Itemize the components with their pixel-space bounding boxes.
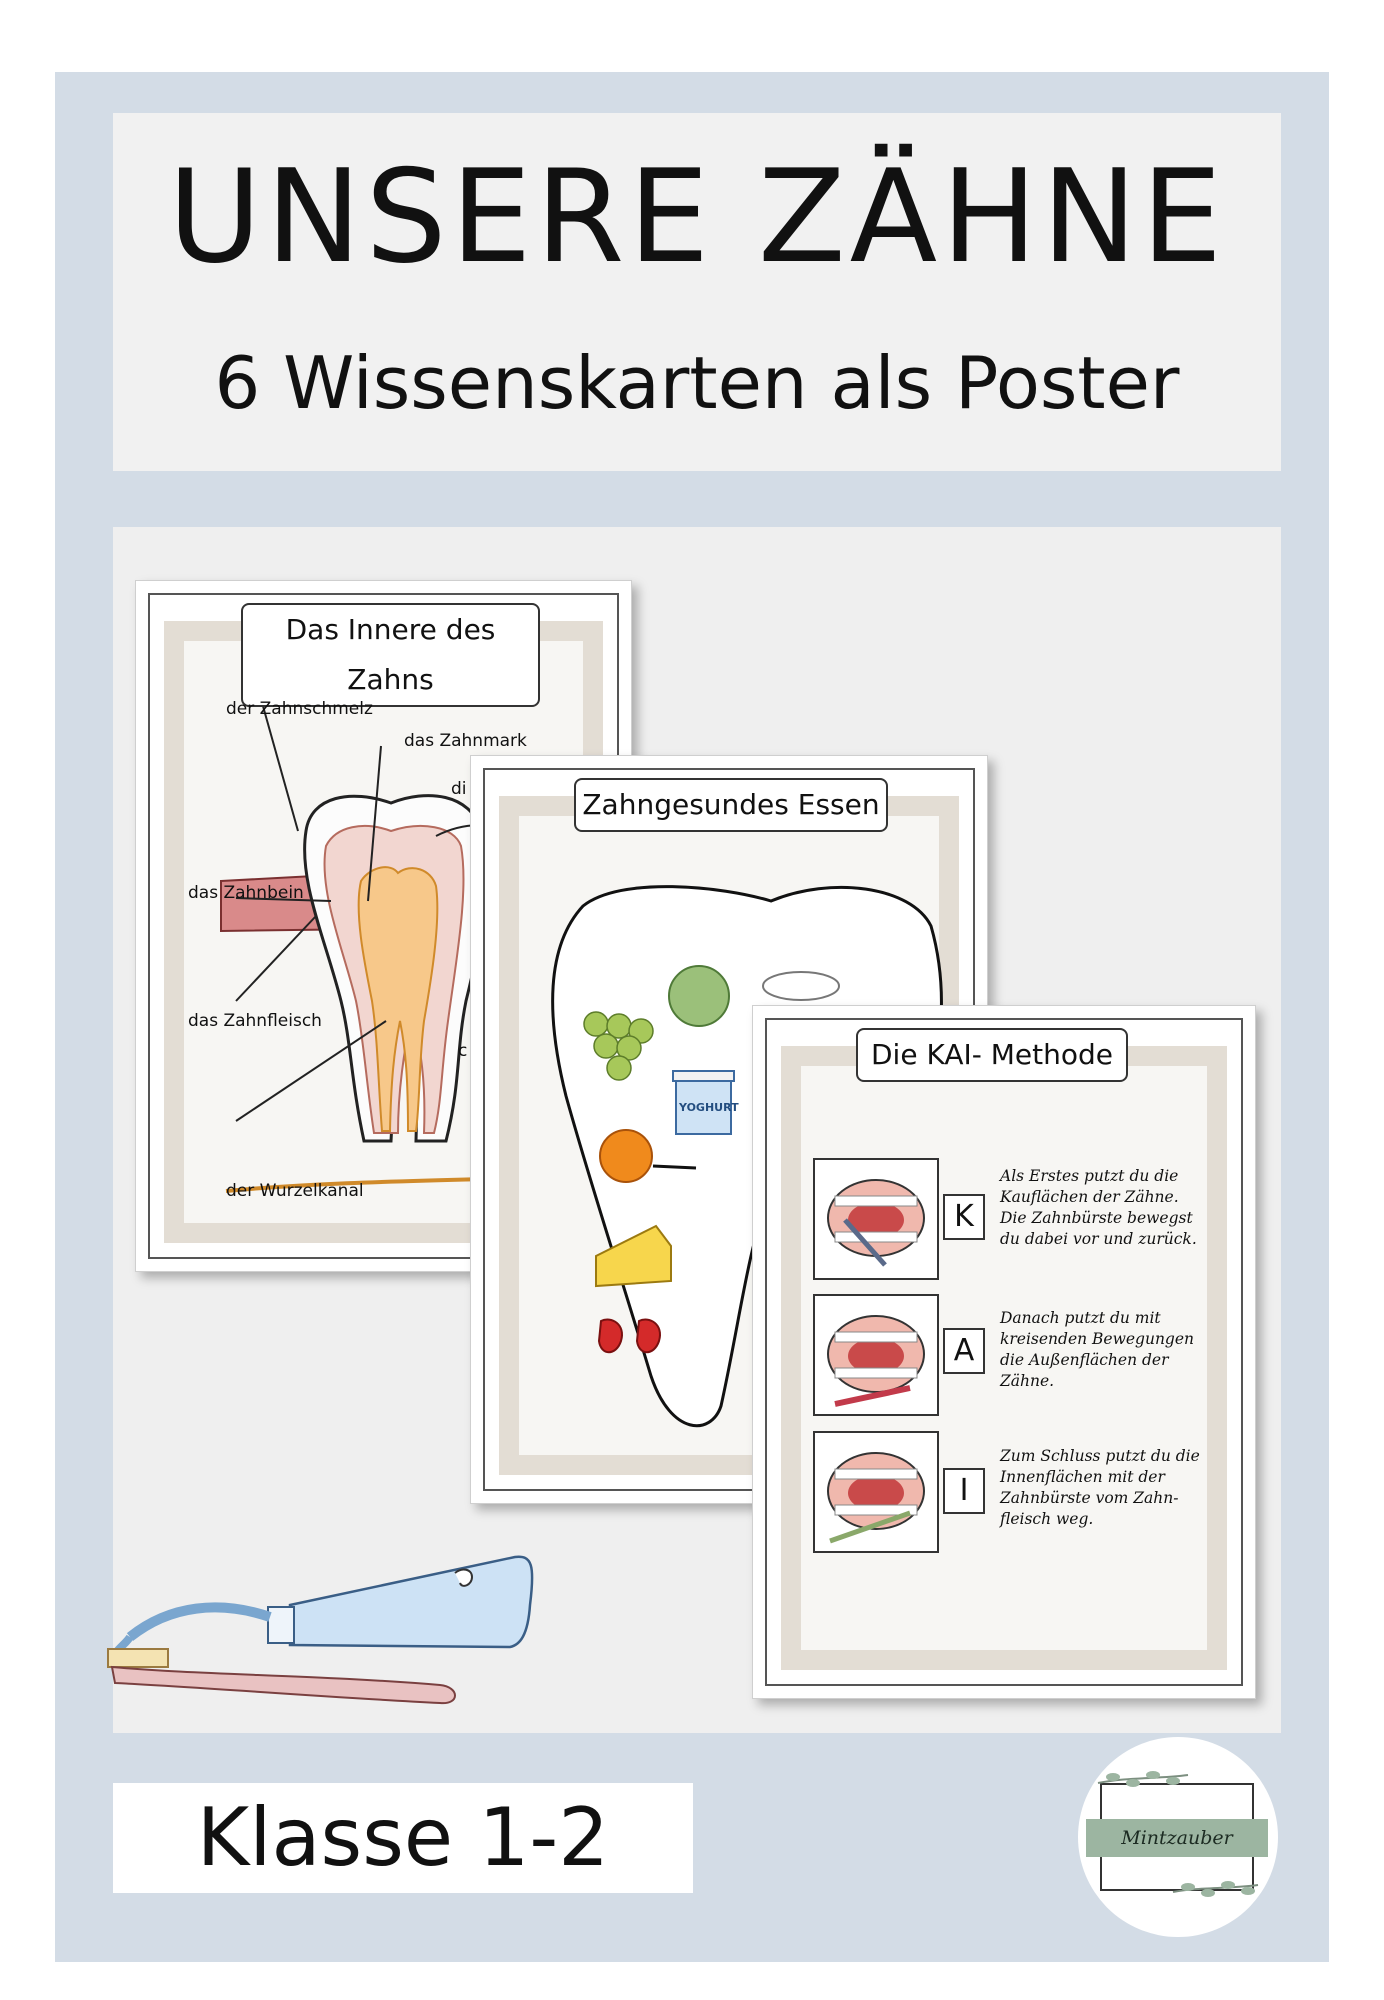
label-zahnschmelz: der Zahnschmelz xyxy=(226,699,373,719)
tooth-cross-section-illustration xyxy=(220,698,597,1193)
eucalyptus-leaves-icon xyxy=(1097,1771,1259,1897)
label-partial: di xyxy=(451,779,467,799)
card-title: Zahngesundes Essen xyxy=(574,778,888,832)
klasse-box: Klasse 1-2 xyxy=(113,1783,693,1893)
card-title: Das Innere des Zahns xyxy=(241,603,540,707)
card-inner-border xyxy=(765,1018,1243,1686)
grade-level: Klasse 1-2 xyxy=(196,1791,610,1884)
label-zahnmark: das Zahnmark xyxy=(404,731,527,751)
label-wurzelkanal: der Wurzelkanal xyxy=(226,1181,364,1201)
brand-logo: Mintzauber xyxy=(1078,1737,1278,1937)
page-subtitle: 6 Wissenskarten als Poster xyxy=(214,341,1180,425)
step-i-image xyxy=(813,1431,939,1553)
page-title: UNSERE ZÄHNE xyxy=(167,143,1227,292)
step-i-text: Zum Schluss putzt du die Innenflächen mi… xyxy=(1000,1447,1200,1528)
card-title: Die KAI- Methode xyxy=(856,1028,1128,1082)
label-partial: c xyxy=(458,1041,468,1061)
title-box: UNSERE ZÄHNE 6 Wissenskarten als Poster xyxy=(113,113,1281,471)
step-a-letter: A xyxy=(943,1328,985,1374)
label-zahnbein: das Zahnbein xyxy=(188,883,304,903)
label-zahnfleisch: das Zahnfleisch xyxy=(188,1011,322,1031)
step-k-image xyxy=(813,1158,939,1280)
step-a-image xyxy=(813,1294,939,1416)
yoghurt-label: YOGHURT xyxy=(679,1101,739,1114)
toothbrush-toothpaste-illustration xyxy=(107,1555,534,1705)
step-k-letter: K xyxy=(943,1194,985,1240)
step-i-letter: I xyxy=(943,1468,985,1514)
logo-text: Mintzauber xyxy=(1086,1819,1268,1857)
step-a-text: Danach putzt du mit kreisenden Bewegunge… xyxy=(1000,1309,1195,1390)
step-k-text: Als Erstes putzt du die Kauflächen der Z… xyxy=(1000,1167,1197,1248)
card-kai-method: Die KAI- Methode K Als Erstes putzt du d… xyxy=(752,1005,1256,1699)
